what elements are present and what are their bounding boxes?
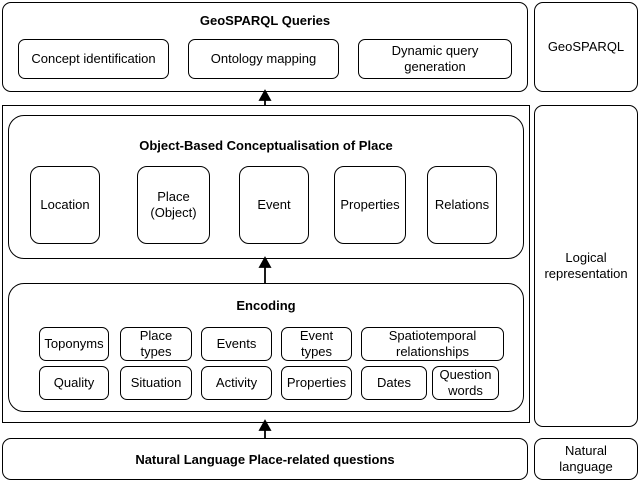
arrow-to-conceptualisation	[258, 256, 272, 283]
geosparql-queries-title: GeoSPARQL Queries	[199, 13, 331, 28]
natural-language-questions-box: Natural Language Place-related questions	[2, 438, 528, 480]
place-object-box: Place (Object)	[137, 166, 210, 244]
logical-representation-side-label: Logical representation	[534, 105, 638, 427]
question-words-box: Question words	[432, 366, 499, 400]
properties-box: Properties	[334, 166, 406, 244]
quality-box: Quality	[39, 366, 109, 400]
event-types-box: Event types	[281, 327, 352, 361]
relations-box: Relations	[427, 166, 497, 244]
dynamic-query-generation-box: Dynamic query generation	[358, 39, 512, 79]
place-types-box: Place types	[120, 327, 192, 361]
arrow-to-encoding	[258, 419, 272, 438]
spatiotemporal-relationships-box: Spatiotemporal relationships	[361, 327, 504, 361]
events-box: Events	[201, 327, 272, 361]
dates-box: Dates	[361, 366, 427, 400]
activity-box: Activity	[201, 366, 272, 400]
situation-box: Situation	[120, 366, 192, 400]
conceptualisation-title: Object-Based Conceptualisation of Place	[139, 138, 393, 153]
ontology-mapping-box: Ontology mapping	[188, 39, 339, 79]
geosparql-side-label: GeoSPARQL	[534, 2, 638, 92]
toponyms-box: Toponyms	[39, 327, 109, 361]
location-box: Location	[30, 166, 100, 244]
arrow-to-geosparql	[258, 89, 272, 105]
encoding-properties-box: Properties	[281, 366, 352, 400]
natural-language-side-label: Natural language	[534, 438, 638, 480]
event-box: Event	[239, 166, 309, 244]
concept-identification-box: Concept identification	[18, 39, 169, 79]
encoding-title: Encoding	[236, 298, 296, 313]
